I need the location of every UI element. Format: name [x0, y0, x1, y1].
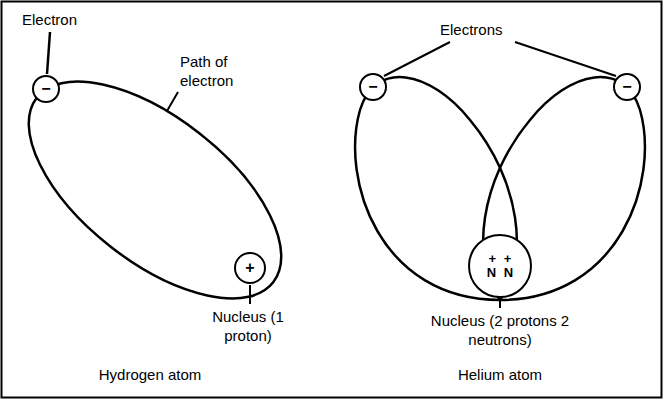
label-text: Electrons	[440, 20, 540, 39]
label-text: Path of electron	[180, 52, 252, 90]
charge-symbol: +	[245, 260, 254, 277]
electron-circle: −	[613, 73, 641, 101]
leader-line	[167, 92, 178, 111]
electron-orbit	[0, 41, 318, 339]
label-text: Nucleus (2 protons 2 neutrons)	[414, 311, 586, 349]
charge-symbol: N N	[487, 266, 513, 280]
leader-line	[515, 42, 616, 76]
nucleus-circle: +	[234, 252, 266, 284]
charge-symbol: −	[622, 79, 631, 96]
leader-line	[384, 42, 450, 76]
charge-symbol: + +	[489, 252, 512, 266]
label-text: Electron	[22, 10, 102, 29]
electron-circle: −	[359, 73, 387, 101]
electron-orbit	[483, 77, 645, 300]
electron-circle: −	[32, 75, 60, 103]
leader-line	[47, 32, 50, 74]
leader-line	[249, 285, 251, 304]
label-text: Helium atom	[420, 365, 580, 384]
nucleus-circle: + +N N	[468, 234, 532, 298]
leader-line	[499, 300, 501, 308]
charge-symbol: −	[41, 81, 50, 98]
label-text: Hydrogen atom	[70, 365, 230, 384]
charge-symbol: −	[368, 79, 377, 96]
label-text: Nucleus (1 proton)	[200, 307, 296, 345]
